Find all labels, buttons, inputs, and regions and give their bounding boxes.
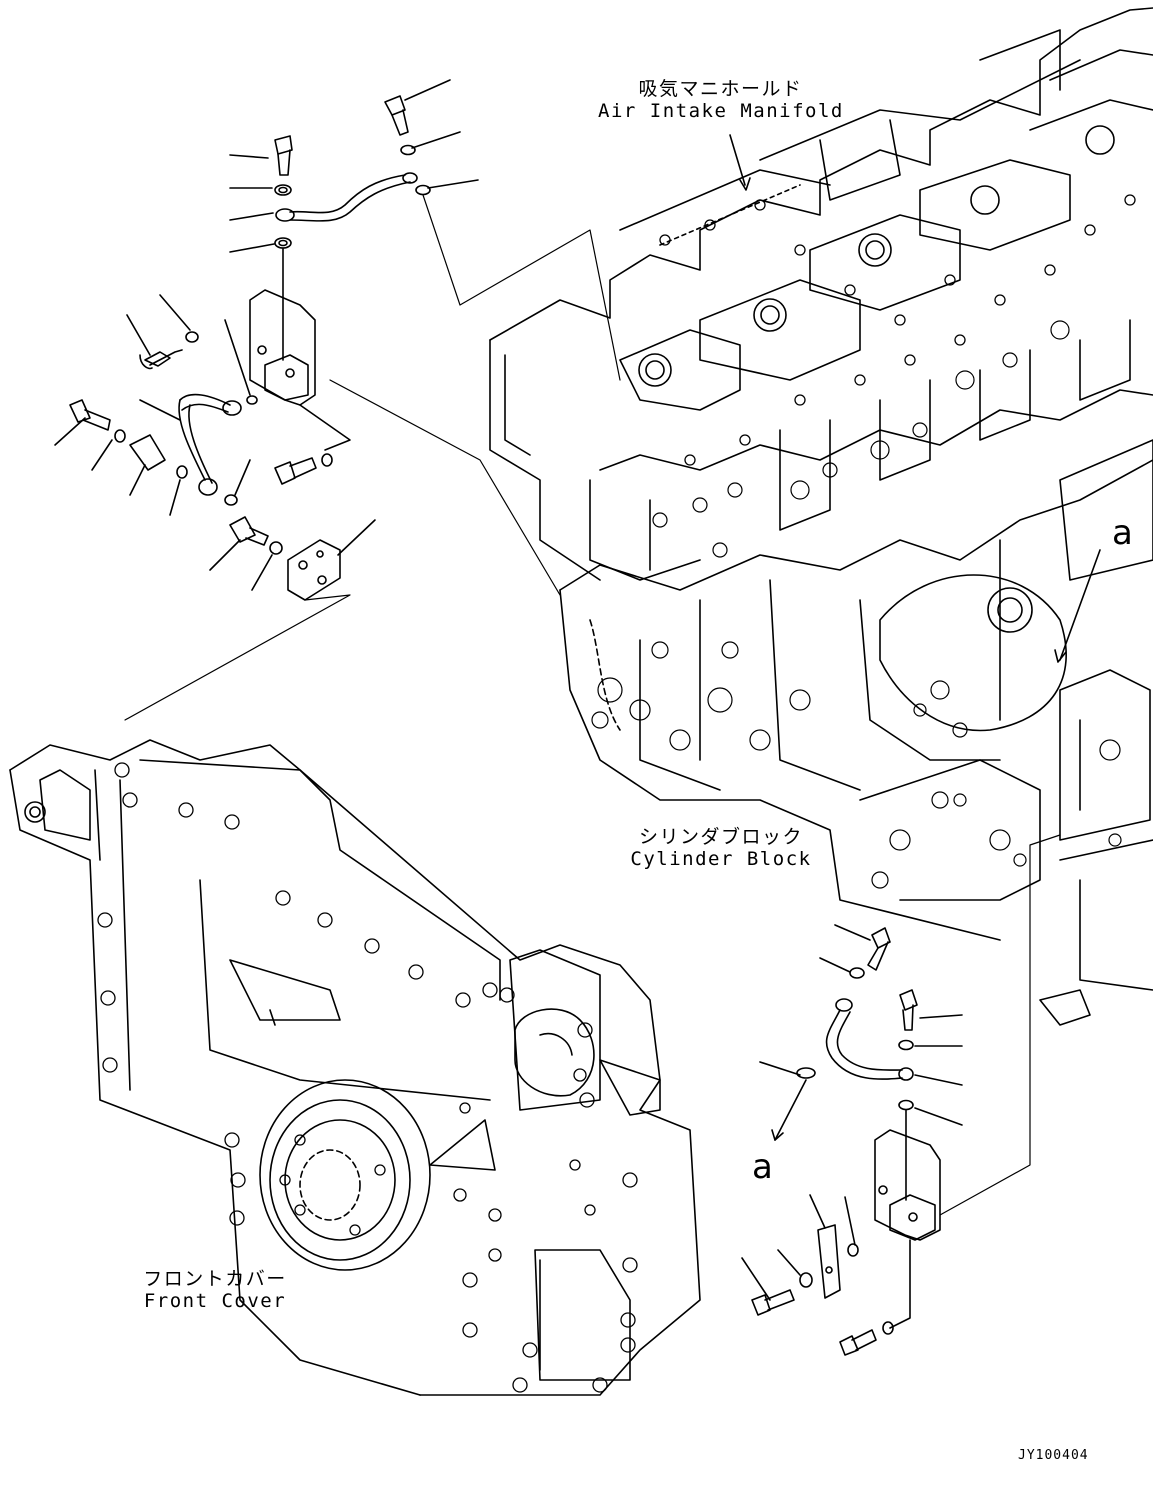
cylinder-block-label-en: Cylinder Block	[630, 848, 812, 870]
front-cover-label-ja: フロントカバー	[143, 1268, 287, 1290]
air-intake-manifold-label: 吸気マニホールド Air Intake Manifold	[598, 78, 843, 122]
air-intake-manifold-label-en: Air Intake Manifold	[598, 100, 844, 122]
cylinder-block-drawing	[560, 440, 1153, 1025]
drawing-code: JY100404	[1018, 1448, 1089, 1463]
front-cover-label: フロントカバー Front Cover	[140, 1268, 290, 1312]
cylinder-block-label: シリンダブロック Cylinder Block	[626, 826, 816, 870]
callout-a-upper: a	[1112, 513, 1133, 553]
label-leaders	[730, 135, 1100, 662]
air-intake-manifold-label-ja: 吸気マニホールド	[638, 78, 803, 100]
lower-right-parts	[742, 835, 1060, 1355]
front-cover-drawing	[10, 740, 700, 1395]
cylinder-block-label-ja: シリンダブロック	[638, 826, 803, 848]
middle-left-parts	[55, 290, 560, 720]
air-intake-manifold-drawing	[490, 8, 1153, 580]
callout-a-lower: a	[752, 1147, 773, 1187]
upper-tube-assembly	[230, 80, 620, 380]
front-cover-label-en: Front Cover	[143, 1290, 287, 1312]
